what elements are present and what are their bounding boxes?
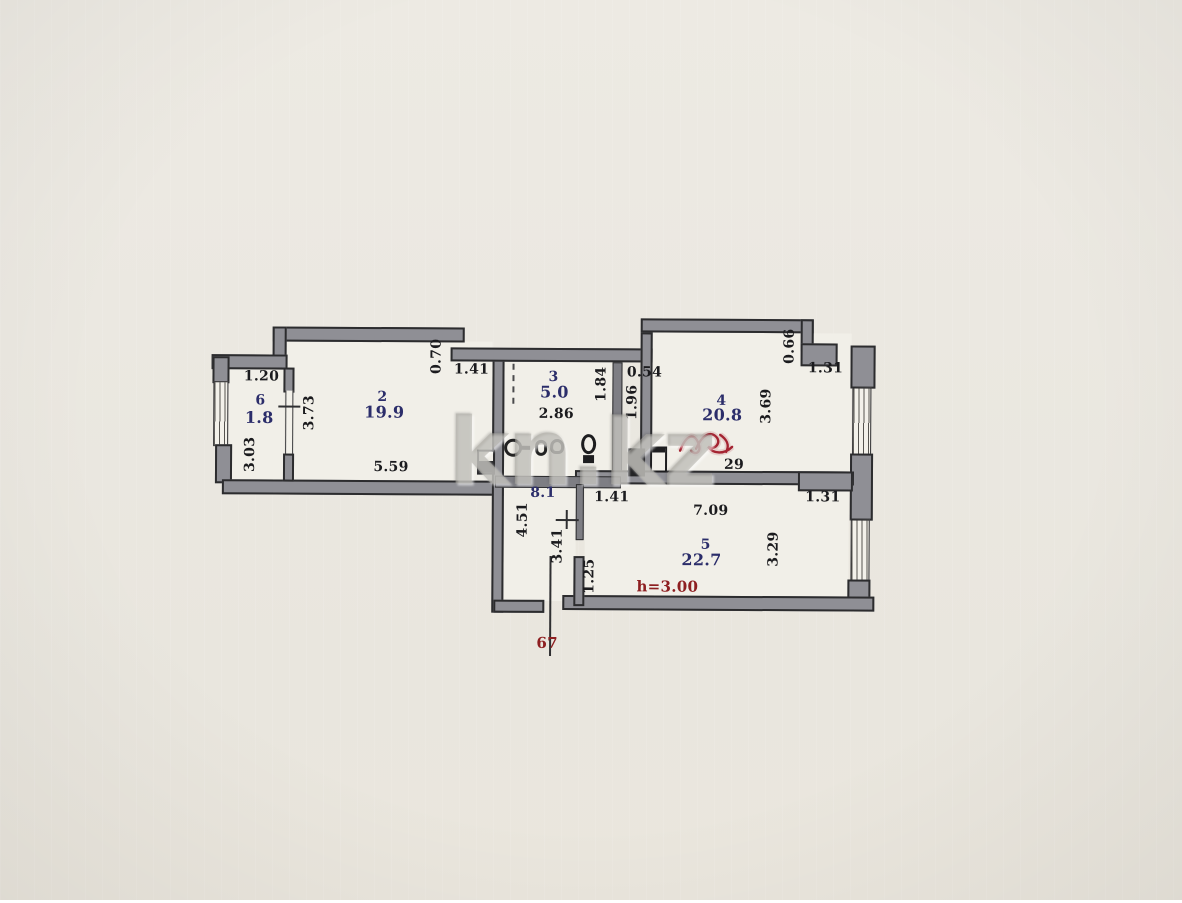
wall-bottom-left [221, 479, 504, 496]
entrance-number-note: 67 [536, 633, 558, 652]
dim-corridor-left: 4.51 [514, 502, 531, 538]
electrical-panel-icon [476, 449, 496, 475]
room5-area: 22.7 [681, 550, 722, 570]
duct-icon [627, 448, 646, 477]
red-scribble [677, 431, 735, 457]
toilet-tank-icon [583, 455, 595, 464]
wall-corridor-right-upper [575, 484, 584, 541]
room2-area: 19.9 [364, 402, 405, 422]
dimension-cross-v [565, 510, 568, 530]
window-room5-right [850, 519, 870, 581]
wall-room6-room2-upper [283, 367, 295, 393]
dim-room2-top-offset: 0.70 [428, 338, 445, 375]
washbasin-stem-icon [520, 445, 531, 450]
dim-room5-width: 7.09 [693, 502, 729, 519]
dim-room6-depth: 3.03 [241, 436, 259, 473]
dim-corridor-width: 1.41 [594, 489, 630, 506]
ceiling-height-note: h=3.00 [636, 577, 699, 596]
wall-room3-top [450, 347, 653, 363]
wall-right-mid-block [849, 453, 874, 521]
dim-room5-top-right: 1.31 [805, 489, 841, 506]
dim-shaft-width: 0.54 [626, 364, 663, 381]
dim-room4-top-right: 1.31 [807, 360, 844, 377]
wall-left-lower-block [214, 444, 233, 484]
room6-area: 1.8 [244, 407, 274, 427]
dim-room3-depth: 1.84 [593, 366, 610, 402]
dim-room4-bottom-partial: 29 [723, 456, 745, 473]
dim-room2-width: 5.59 [373, 459, 409, 476]
sink-icon [535, 439, 548, 456]
corridor-area: 8.1 [530, 484, 556, 501]
dim-room4-depth: 3.69 [758, 388, 775, 424]
stove-icon [649, 446, 668, 473]
wall-room3-right [611, 362, 623, 483]
dim-room4-top-offset: 0.66 [781, 328, 798, 364]
wall-left-upper-block [212, 356, 230, 384]
wall-room5-bottom [562, 595, 875, 612]
dim-room2-top-niche: 1.41 [453, 361, 490, 378]
wall-right-top-block [850, 345, 876, 389]
wall-corridor-bottom [493, 599, 545, 613]
room6-number: 6 [255, 392, 266, 409]
dim-corridor-right: 1.25 [581, 558, 598, 594]
balcony-door-window [285, 390, 294, 456]
wall-room6-room2-lower [282, 453, 295, 482]
sink2-icon [550, 438, 565, 455]
room4-area: 20.8 [702, 405, 743, 425]
room3-door-dash [512, 363, 515, 404]
dim-room5-depth: 3.29 [765, 531, 782, 567]
dim-shaft-depth: 1.96 [624, 384, 641, 421]
wall-room3-bottom [494, 475, 621, 489]
dim-room6-width: 1.20 [243, 368, 280, 385]
dim-room3-width: 2.86 [538, 405, 574, 423]
window-room4-right [852, 387, 872, 455]
dim-corridor-mid: 3.41 [549, 528, 566, 564]
window-room6-left [213, 381, 229, 447]
dim-room2-left: 3.73 [301, 394, 318, 431]
dimension-tick-room6 [278, 405, 301, 408]
toilet-icon [581, 434, 597, 455]
room3-area: 5.0 [539, 382, 569, 402]
